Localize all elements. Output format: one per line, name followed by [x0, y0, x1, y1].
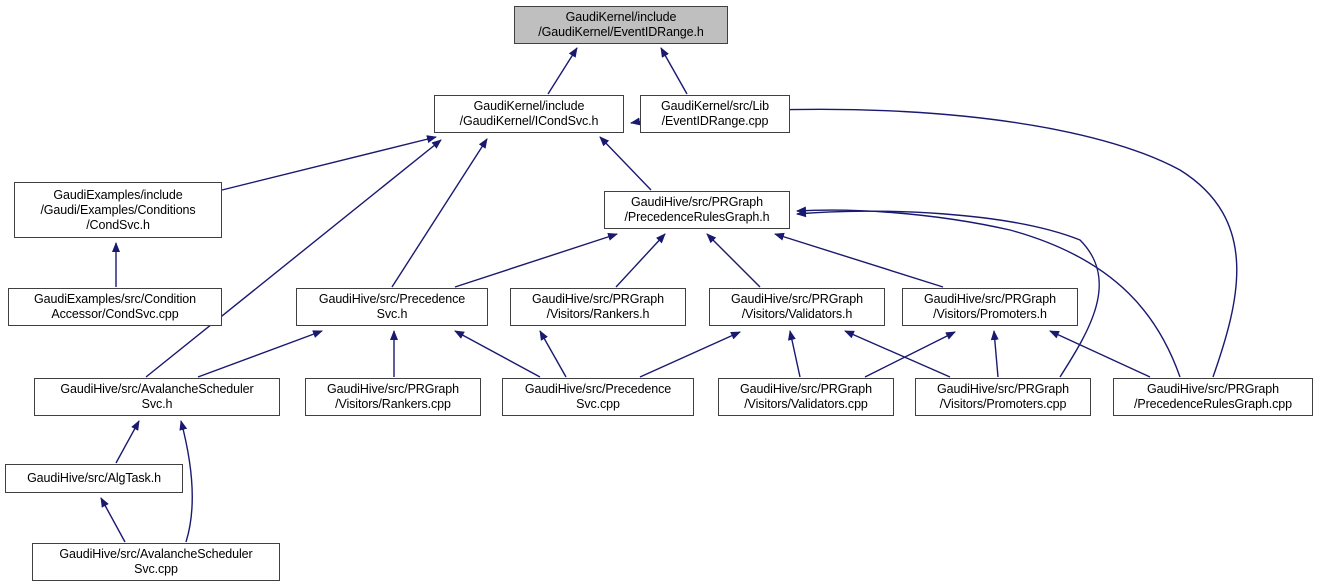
node-precedencesvc-h[interactable]: GaudiHive/src/Precedence Svc.h: [296, 288, 488, 326]
node-avalanchescheduler-svc-cpp[interactable]: GaudiHive/src/AvalancheScheduler Svc.cpp: [32, 543, 280, 581]
node-label: GaudiHive/src/PRGraph /Visitors/Promoter…: [937, 382, 1069, 411]
node-validators-cpp[interactable]: GaudiHive/src/PRGraph /Visitors/Validato…: [718, 378, 894, 416]
node-label: GaudiKernel/src/Lib /EventIDRange.cpp: [661, 99, 769, 128]
edge-precedencesvch-to-prgh: [454, 232, 618, 288]
node-precedencerulesgraph-h[interactable]: GaudiHive/src/PRGraph /PrecedenceRulesGr…: [604, 191, 790, 229]
node-label: GaudiHive/src/Precedence Svc.cpp: [524, 382, 672, 411]
node-precedencerulesgraph-cpp[interactable]: GaudiHive/src/PRGraph /PrecedenceRulesGr…: [1113, 378, 1313, 416]
edge-eventidrangecpp-to-eventidrange: [660, 47, 688, 95]
edge-validatorscpp-to-promotersh: [864, 331, 956, 378]
node-label: GaudiKernel/include /GaudiKernel/EventID…: [538, 10, 704, 39]
node-gaudiexamples-condsvc-h[interactable]: GaudiExamples/include /Gaudi/Examples/Co…: [14, 182, 222, 238]
node-label: GaudiHive/src/PRGraph /Visitors/Rankers.…: [532, 292, 664, 321]
edge-validatorscpp-to-validatorsh: [788, 330, 801, 378]
node-label: GaudiHive/src/AvalancheScheduler Svc.cpp: [59, 547, 253, 576]
node-label: GaudiHive/src/PRGraph /Visitors/Promoter…: [924, 292, 1056, 321]
node-label: GaudiKernel/include /GaudiKernel/ICondSv…: [459, 99, 599, 128]
edge-promoterscpp-to-promotersh: [990, 330, 999, 378]
node-eventidrange-h[interactable]: GaudiKernel/include /GaudiKernel/EventID…: [514, 6, 728, 44]
node-eventidrange-cpp[interactable]: GaudiKernel/src/Lib /EventIDRange.cpp: [640, 95, 790, 133]
node-label: GaudiHive/src/PRGraph /Visitors/Validato…: [740, 382, 872, 411]
node-label: GaudiHive/src/AvalancheScheduler Svc.h: [60, 382, 254, 411]
edge-icondsvc-to-eventidrange: [547, 47, 578, 95]
node-label: GaudiHive/src/PRGraph /Visitors/Validato…: [731, 292, 863, 321]
node-label: GaudiExamples/src/Condition Accessor/Con…: [34, 292, 196, 321]
node-validators-h[interactable]: GaudiHive/src/PRGraph /Visitors/Validato…: [709, 288, 885, 326]
node-rankers-h[interactable]: GaudiHive/src/PRGraph /Visitors/Rankers.…: [510, 288, 686, 326]
node-gaudiexamples-condsvc-cpp[interactable]: GaudiExamples/src/Condition Accessor/Con…: [8, 288, 222, 326]
node-label: GaudiHive/src/PRGraph /PrecedenceRulesGr…: [624, 195, 770, 224]
node-promoters-h[interactable]: GaudiHive/src/PRGraph /Visitors/Promoter…: [902, 288, 1078, 326]
edge-precedencesvccpp-to-rankersh: [539, 330, 567, 378]
edge-algtaskh-to-avalancheh: [115, 420, 140, 464]
edge-precedencesvccpp-to-precedencesvch: [454, 330, 541, 378]
node-promoters-cpp[interactable]: GaudiHive/src/PRGraph /Visitors/Promoter…: [915, 378, 1091, 416]
edge-avalancheh-to-precedencesvch: [197, 330, 323, 378]
node-icondsvc-h[interactable]: GaudiKernel/include /GaudiKernel/ICondSv…: [434, 95, 624, 133]
node-label: GaudiHive/src/AlgTask.h: [27, 471, 161, 485]
edge-avalancheh-to-icondsvc: [145, 139, 442, 378]
node-precedencesvc-cpp[interactable]: GaudiHive/src/Precedence Svc.cpp: [502, 378, 694, 416]
edge-validatorsh-to-prgh: [706, 233, 761, 288]
edge-avalanchecpp-to-algtaskh: [100, 497, 126, 543]
node-label: GaudiHive/src/PRGraph /PrecedenceRulesGr…: [1133, 382, 1292, 411]
edge-precedencesvccpp-to-validatorsh: [639, 331, 741, 378]
node-label: GaudiHive/src/Precedence Svc.h: [318, 292, 466, 321]
edge-examplescondsvch-to-icondsvc: [221, 135, 437, 191]
node-label: GaudiHive/src/PRGraph /Visitors/Rankers.…: [327, 382, 459, 411]
edge-prgcpp-to-icondsvc: [630, 108, 1238, 378]
edge-prgcpp-to-promotersh: [1049, 330, 1151, 378]
edge-promotersh-to-prgh: [774, 232, 944, 288]
node-algtask-h[interactable]: GaudiHive/src/AlgTask.h: [5, 464, 183, 493]
node-label: GaudiExamples/include /Gaudi/Examples/Co…: [40, 187, 196, 232]
edge-prgh-to-icondsvc: [599, 136, 652, 191]
node-avalanchescheduler-svc-h[interactable]: GaudiHive/src/AvalancheScheduler Svc.h: [34, 378, 280, 416]
edge-promoterscpp-to-validatorsh: [844, 330, 951, 378]
node-rankers-cpp[interactable]: GaudiHive/src/PRGraph /Visitors/Rankers.…: [305, 378, 481, 416]
edge-rankersh-to-prgh: [615, 233, 666, 288]
edge-precedencesvch-to-icondsvc: [391, 138, 488, 288]
